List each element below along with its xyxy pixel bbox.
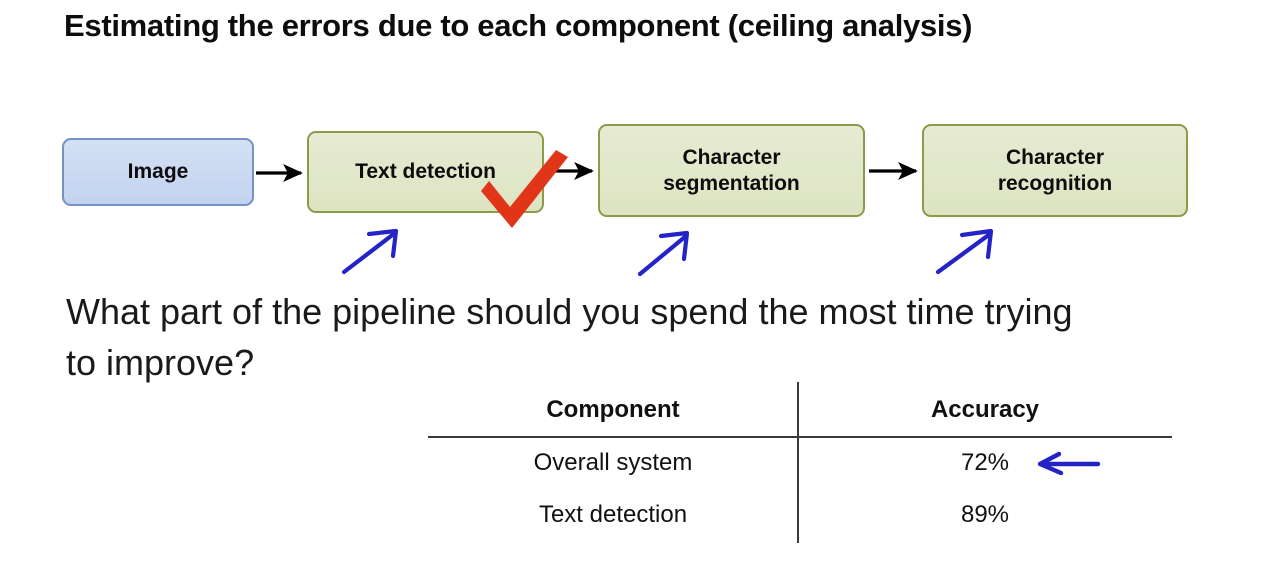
- page-title: Estimating the errors due to each compon…: [64, 8, 973, 43]
- handdrawn-arrow-2: [637, 230, 690, 277]
- table-cell-component: Text detection: [538, 501, 688, 528]
- table-vertical-divider: [797, 382, 799, 543]
- pipeline-node-image: Image: [62, 138, 254, 206]
- table-row: Overall system 72%: [428, 449, 1172, 477]
- pipeline-node-character-recognition-label: Character recognition: [998, 145, 1112, 196]
- pipeline-node-text-detection-label: Text detection: [355, 160, 496, 184]
- question-text: What part of the pipeline should you spe…: [66, 291, 1073, 384]
- table-row: Text detection 89%: [428, 501, 1172, 529]
- results-table: Component Accuracy Overall system 72% Te…: [428, 382, 1172, 547]
- table-header-row: Component Accuracy: [428, 396, 1172, 424]
- label-line-1: Character: [682, 145, 781, 169]
- pipeline-node-character-segmentation-label: Character segmentation: [663, 145, 800, 196]
- pipeline-diagram: Image Text detection Character segmentat…: [62, 124, 1188, 277]
- label-line-2: recognition: [997, 171, 1113, 195]
- table-header-rule: [428, 436, 1172, 438]
- table-cell-accuracy: 89%: [960, 501, 1010, 528]
- pipeline-node-character-recognition: Character recognition: [922, 124, 1188, 217]
- table-header-component: Component: [546, 396, 680, 423]
- table-cell-accuracy: 72%: [960, 449, 1010, 476]
- table-header-accuracy: Accuracy: [930, 396, 1040, 423]
- table-cell-component: Overall system: [533, 449, 693, 476]
- handdrawn-arrow-3: [935, 228, 994, 275]
- pipeline-node-text-detection: Text detection: [307, 131, 544, 213]
- pipeline-node-image-label: Image: [127, 160, 189, 184]
- handdrawn-arrow-1: [341, 228, 399, 275]
- pipeline-node-character-segmentation: Character segmentation: [598, 124, 865, 217]
- label-line-1: Character: [1005, 145, 1105, 169]
- label-line-2: segmentation: [663, 171, 800, 195]
